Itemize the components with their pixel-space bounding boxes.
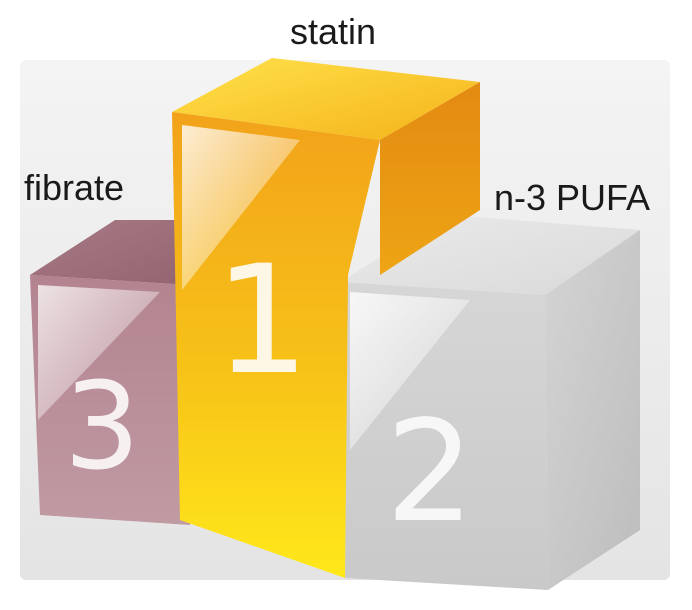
podium-block-first: 1 bbox=[172, 58, 480, 578]
podium-label-first: statin bbox=[290, 11, 377, 52]
place-number-first: 1 bbox=[214, 234, 309, 408]
podium-block-second: 2 bbox=[340, 215, 640, 590]
place-number-second: 2 bbox=[385, 391, 474, 554]
place-number-third: 3 bbox=[64, 358, 140, 497]
podium-label-second: n-3 PUFA bbox=[494, 177, 651, 218]
podium-label-third: fibrate bbox=[24, 167, 125, 208]
podium-block-third: 3 bbox=[30, 220, 190, 525]
